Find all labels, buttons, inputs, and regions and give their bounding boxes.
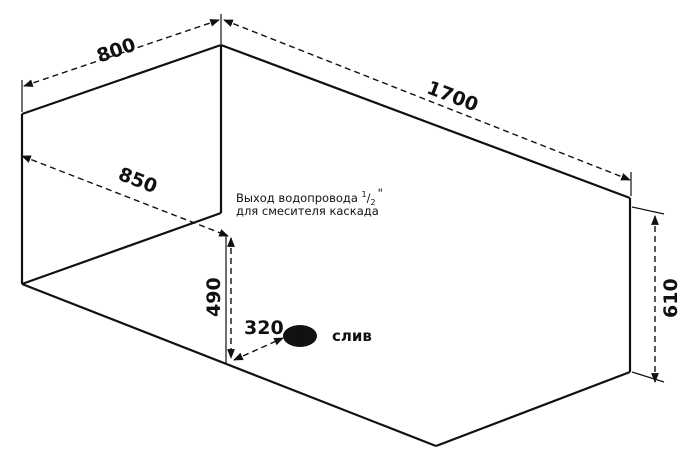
tub-outline — [20, 43, 632, 448]
dim-label-320: 320 — [244, 317, 284, 339]
water-supply-note: Выход водопровода 1/2" для смесителя кас… — [236, 186, 383, 218]
dim-label-610: 610 — [660, 278, 682, 318]
drain-label: слив — [332, 327, 372, 345]
dim-label-800: 800 — [94, 34, 139, 68]
note-line-1-text: Выход водопровода — [236, 191, 362, 205]
dim-line-320 — [233, 337, 284, 361]
ext-right-height-bottom — [631, 371, 665, 383]
dim-line-850 — [21, 155, 229, 237]
dim-label-490: 490 — [203, 277, 225, 317]
dim-label-850: 850 — [115, 163, 160, 198]
note-inch-mark: " — [378, 186, 383, 200]
drain-hole — [283, 325, 317, 347]
bottom-front-edge — [21, 282, 437, 448]
dimension-lines — [21, 19, 659, 383]
bottom-right-edge — [435, 370, 631, 448]
note-fraction-num: 1 — [362, 190, 367, 199]
note-line-1: Выход водопровода 1/2" — [236, 186, 383, 207]
ext-right-height-top — [631, 206, 665, 215]
top-back-edge — [220, 43, 631, 200]
bottom-left-edge — [21, 211, 222, 286]
dim-line-800 — [23, 19, 220, 87]
note-line-2: для смесителя каскада — [236, 204, 379, 218]
dim-line-1700 — [223, 19, 631, 181]
note-fraction-den: 2 — [371, 198, 376, 207]
note-fraction-sep: / — [367, 191, 371, 205]
